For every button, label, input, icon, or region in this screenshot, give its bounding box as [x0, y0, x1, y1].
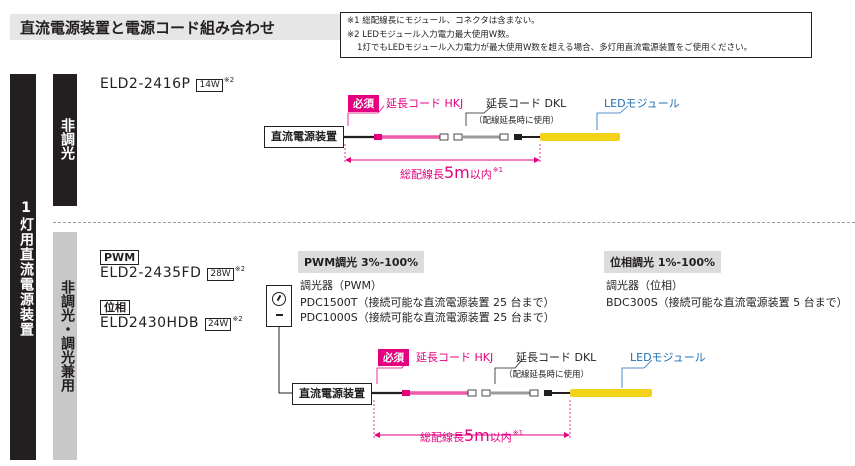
page-title: 直流電源装置と電源コード組み合わせ	[20, 19, 276, 37]
distance-label-b: 総配線長5m以内※1	[420, 426, 523, 445]
pwm-dimmer-1: PDC1500T（接続可能な直流電源装置 25 台まで）	[300, 296, 555, 309]
leader-hkj	[347, 105, 385, 126]
section-b-model-pwm-line: ELD2-2435FD 28W※2	[100, 265, 245, 281]
led-module-bar	[540, 133, 620, 141]
phase-tag: 位相	[100, 300, 130, 315]
watt-badge: 28W	[207, 268, 234, 281]
distance-label-a: 総配線長5m以内※1	[400, 163, 503, 182]
distance-value: 5m	[464, 426, 490, 445]
section-a-label: 非調光	[59, 118, 75, 160]
distance-value: 5m	[444, 163, 470, 182]
led-module-label-b: LEDモジュール	[630, 351, 706, 364]
cord-dkl-label-a: 延長コード DKL	[486, 97, 567, 110]
section-b-label: 非調光・調光兼用	[59, 280, 75, 392]
diagram-a	[340, 105, 629, 163]
category-main-label: 1灯用直流電源装置	[18, 200, 34, 337]
section-b-bar: 非調光・調光兼用	[53, 232, 77, 460]
led-module-label-a: LEDモジュール	[604, 97, 680, 110]
phase-dimming-header: 位相調光 1%-100%	[604, 251, 722, 273]
distance-prefix: 総配線長	[420, 431, 464, 444]
required-badge-a: 必須	[348, 95, 379, 112]
note-2: ※2 LEDモジュール入力電力最大使用W数。	[347, 29, 515, 40]
section-a-model-line: ELD2-2416P 14W※2	[100, 76, 234, 92]
connector-led	[514, 134, 522, 140]
pwm-dimmer-2: PDC1000S（接続可能な直流電源装置 25 台まで）	[300, 311, 555, 324]
phase-dimmer-label: 調光器（位相）	[606, 279, 683, 292]
distance-mark: ※1	[492, 166, 504, 174]
note-1: ※1 総配線長にモジュール、コネクタは含まない。	[347, 16, 540, 26]
diagram-b	[278, 327, 653, 438]
distance-suffix: 以内	[469, 168, 492, 181]
led-module-bar-b	[570, 389, 652, 397]
section-a-bar: 非調光	[53, 74, 77, 206]
cord-hkj-label-a: 延長コード HKJ	[386, 97, 464, 110]
cord-hkj-label-b: 延長コード HKJ	[416, 351, 494, 364]
model-eld2-2435fd: ELD2-2435FD	[100, 265, 202, 281]
connector-dkl-left	[453, 133, 463, 141]
cord-dkl-label-b: 延長コード DKL	[516, 351, 597, 364]
cord-dkl-note-a: （配線延長時に使用）	[474, 116, 560, 126]
leader-led-b	[621, 359, 653, 388]
distance-suffix: 以内	[489, 431, 512, 444]
distance-prefix: 総配線長	[400, 168, 444, 181]
required-badge-b: 必須	[378, 349, 409, 366]
note-mark: ※2	[223, 76, 235, 84]
notes-box: ※1 総配線長にモジュール、コネクタは含まない。 ※2 LEDモジュール入力電力…	[340, 12, 812, 58]
note-mark: ※2	[234, 265, 246, 273]
leader-led	[596, 105, 629, 130]
pwm-dimming-header: PWM調光 3%-100%	[298, 251, 425, 273]
phase-dimmer-1: BDC300S（接続可能な直流電源装置 5 台まで）	[606, 296, 848, 309]
pwm-dimmer-label: 調光器（PWM）	[300, 279, 383, 292]
section-divider	[53, 222, 855, 223]
connector-dkl-right	[499, 133, 509, 141]
pwm-tag-wrap: PWM	[100, 246, 140, 265]
model-eld2430hdb: ELD2430HDB	[100, 315, 199, 331]
watt-badge: 24W	[204, 318, 232, 331]
watt-badge: 14W	[196, 79, 223, 92]
category-main-bar: 1灯用直流電源装置	[10, 74, 36, 460]
connector-hkj-right	[439, 133, 449, 141]
title-bar	[10, 14, 340, 40]
leader-dkl-b	[494, 359, 523, 384]
power-unit-box-a: 直流電源装置	[264, 126, 344, 148]
section-b-model-phase-line: ELD2430HDB 24W※2	[100, 315, 243, 331]
connector-hkj-left	[374, 134, 382, 140]
note-mark: ※2	[232, 315, 243, 323]
cord-dkl-note-b: （配線延長時に使用）	[504, 370, 590, 380]
distance-mark: ※1	[512, 429, 524, 437]
pwm-tag: PWM	[100, 250, 140, 265]
dimmer-device-icon	[266, 285, 292, 327]
note-3: 1灯でもLEDモジュール入力電力が最大使用W数を超える場合、多灯用直流電源装置を…	[357, 43, 753, 53]
leader-dkl	[465, 105, 493, 126]
dimmer-wire	[278, 327, 292, 394]
phase-tag-wrap: 位相	[100, 296, 130, 315]
power-unit-box-b: 直流電源装置	[292, 383, 372, 405]
model-eld2-2416p: ELD2-2416P	[100, 76, 191, 92]
